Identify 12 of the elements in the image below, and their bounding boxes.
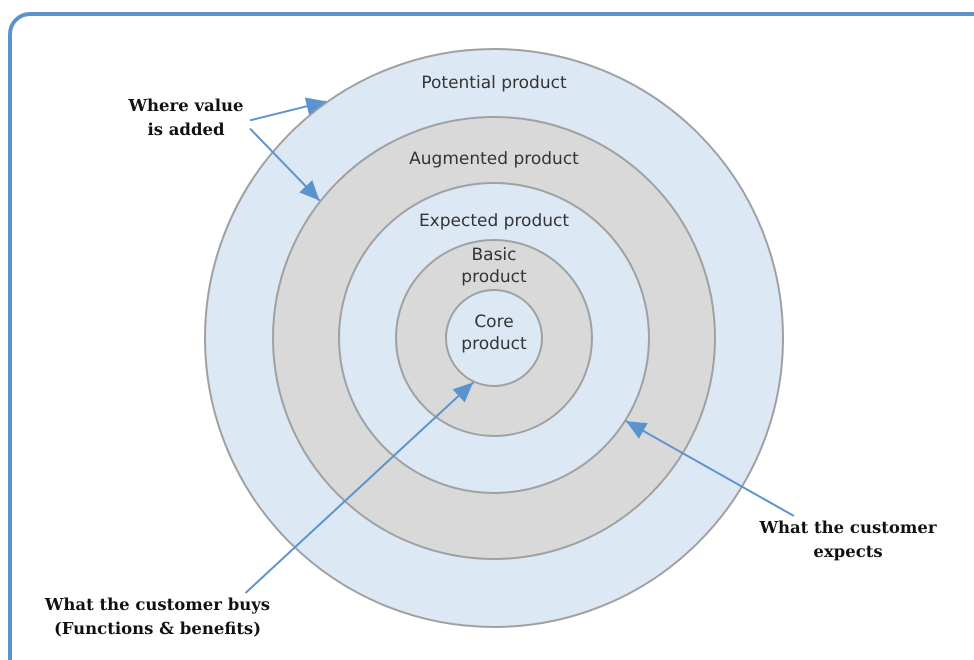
arrow xyxy=(244,382,474,594)
ring-label: Potential product xyxy=(420,72,568,94)
arrow xyxy=(625,420,794,517)
callout-text: Where value is added xyxy=(122,94,250,142)
ring-label: Expected product xyxy=(418,210,570,232)
ring-label: Augmented product xyxy=(408,148,580,170)
arrow xyxy=(249,128,320,202)
callout-text: What the customer buys (Functions & benefits) xyxy=(20,593,295,641)
arrow xyxy=(250,98,327,122)
ring-label: Core product xyxy=(460,311,528,355)
ring-label: Basic product xyxy=(460,244,528,288)
callout-text: What the customer expects xyxy=(758,516,938,564)
